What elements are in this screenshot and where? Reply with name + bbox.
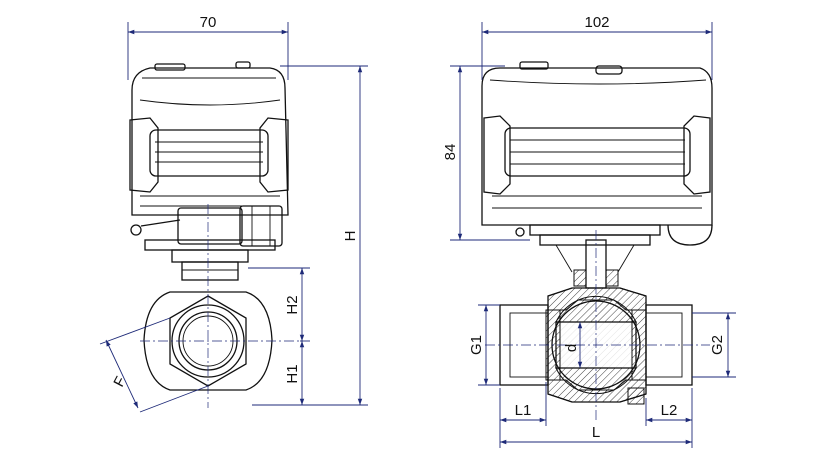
dim-pipe-h1-label: H1 [284, 364, 301, 383]
dim-pipe-h1: H1 [284, 341, 305, 405]
dim-overall-length-label: L [592, 424, 600, 441]
dim-bore-label: d [563, 344, 580, 352]
dim-thread-g2-label: G2 [709, 335, 726, 355]
front-view [129, 61, 300, 408]
dim-width-front-label: 70 [200, 14, 217, 31]
dim-end-l2: L2 [645, 388, 693, 448]
dim-total-height: H [252, 65, 368, 406]
dim-bore: d [563, 322, 583, 368]
dim-actuator-height: 84 [442, 65, 530, 241]
dim-thread-g1: G1 [468, 304, 500, 386]
front-cable-gland [130, 205, 283, 247]
dim-total-height-label: H [342, 231, 359, 242]
dim-end-l1: L1 [499, 382, 547, 448]
dim-thread-g2: G2 [692, 312, 736, 378]
dim-pipe-h2: H2 [248, 267, 310, 342]
front-actuator-housing [129, 61, 289, 216]
dim-pipe-h2-label: H2 [284, 295, 301, 314]
dim-width-side-label: 102 [584, 14, 609, 31]
dim-thread-g1-label: G1 [468, 335, 485, 355]
side-actuator-housing [481, 61, 713, 246]
dim-width-front: 70 [127, 14, 289, 80]
dim-end-l1-label: L1 [515, 402, 532, 419]
side-view [481, 61, 713, 420]
dim-across-flats-label: F [110, 374, 129, 390]
dim-actuator-height-label: 84 [442, 144, 459, 161]
side-mounting-bracket [529, 224, 661, 289]
dim-end-l2-label: L2 [661, 402, 678, 419]
dim-overall-length: L [500, 424, 692, 445]
front-mounting-base [144, 239, 276, 281]
dim-width-side: 102 [481, 14, 713, 80]
